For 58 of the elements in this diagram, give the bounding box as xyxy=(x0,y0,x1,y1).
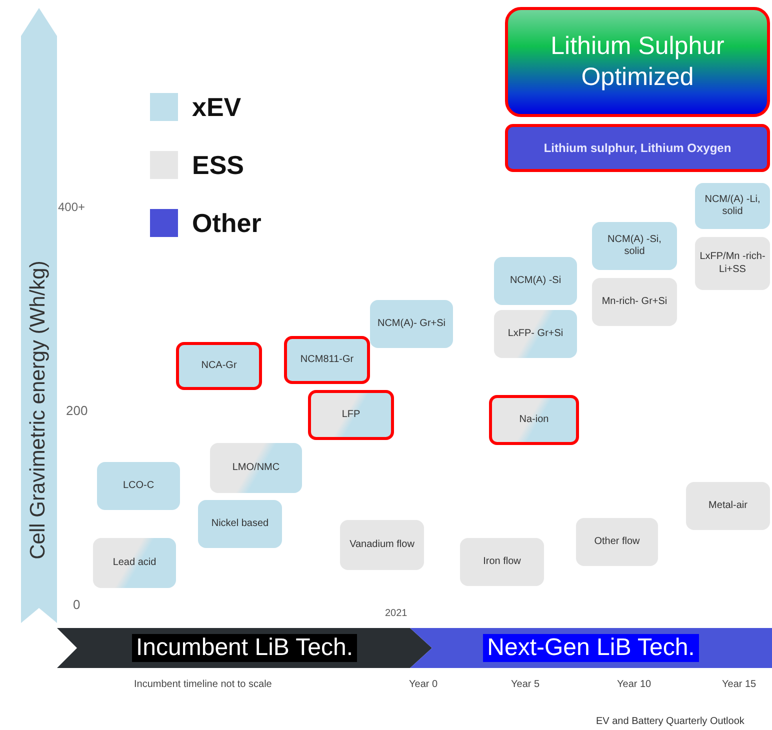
box-label: LxFP- Gr+Si xyxy=(508,328,564,340)
box-label: Iron flow xyxy=(483,556,521,568)
axis-tick: 200 xyxy=(66,402,88,420)
box-label: Lead acid xyxy=(112,556,156,570)
box-label: NCM(A) -Si xyxy=(510,274,562,288)
technology-box xyxy=(505,124,770,172)
axis-tick: 400+ xyxy=(58,199,86,216)
timeline-note: EV and Battery Quarterly Outlook xyxy=(596,715,744,729)
technology-box xyxy=(370,300,453,348)
legend-label: Other xyxy=(192,206,262,240)
technology-box xyxy=(284,336,370,384)
technology-box xyxy=(592,278,677,326)
axis-title: Cell Gravimetric energy (Wh/kg) xyxy=(25,260,50,560)
technology-box xyxy=(93,538,176,588)
technology-box xyxy=(489,395,579,445)
box-label: Metal-air xyxy=(708,500,748,512)
technology-box xyxy=(494,310,577,358)
timeline-note: Year 5 xyxy=(511,678,540,692)
technology-box xyxy=(576,518,658,566)
legend-label: xEV xyxy=(192,90,242,124)
technology-box xyxy=(695,237,770,290)
box-label: LxFP/Mn -rich- Li+SS xyxy=(699,251,766,276)
box-label: Nickel based xyxy=(211,518,269,530)
box-label: LCO-C xyxy=(122,480,154,492)
technology-box xyxy=(308,390,394,440)
box-label: NCM/(A) -Li, solid xyxy=(704,194,762,218)
timeline-label: Next-Gen LiB Tech. xyxy=(483,634,699,662)
technology-box xyxy=(494,257,577,305)
technology-box xyxy=(340,520,424,570)
technology-box xyxy=(97,462,180,510)
box-label: NCM(A)- Gr+Si xyxy=(377,318,446,330)
box-label: Lithium Sulphur Optimized xyxy=(550,30,726,93)
axis-tick: 0 xyxy=(73,596,80,614)
timeline-label: Incumbent LiB Tech. xyxy=(132,634,358,662)
technology-box xyxy=(460,538,544,586)
technology-box xyxy=(176,342,262,390)
timeline-note: Incumbent timeline not to scale xyxy=(134,678,272,692)
timeline-note: Year 15 xyxy=(722,678,756,692)
box-label: NCM811-Gr xyxy=(300,354,354,366)
box-label: Lithium sulphur, Lithium Oxygen xyxy=(544,140,732,156)
box-label: NCM(A) -Si, solid xyxy=(606,234,662,258)
technology-box xyxy=(210,443,302,493)
box-label: LMO/NMC xyxy=(232,462,280,474)
timeline-note: Year 0 xyxy=(409,678,438,692)
box-label: LFP xyxy=(342,408,360,422)
technology-box xyxy=(695,183,770,229)
technology-box xyxy=(592,222,677,270)
box-label: Vanadium flow xyxy=(350,538,414,552)
technology-box xyxy=(198,500,282,548)
technology-box xyxy=(686,482,770,530)
box-label: Other flow xyxy=(594,536,640,548)
year-label: 2021 xyxy=(385,607,408,621)
box-label: Na-ion xyxy=(519,414,549,426)
highlight-box xyxy=(505,7,770,117)
legend-label: ESS xyxy=(192,148,244,182)
box-label: NCA-Gr xyxy=(201,360,237,372)
timeline-note: Year 10 xyxy=(617,678,652,692)
box-label: Mn-rich- Gr+Si xyxy=(602,296,668,308)
